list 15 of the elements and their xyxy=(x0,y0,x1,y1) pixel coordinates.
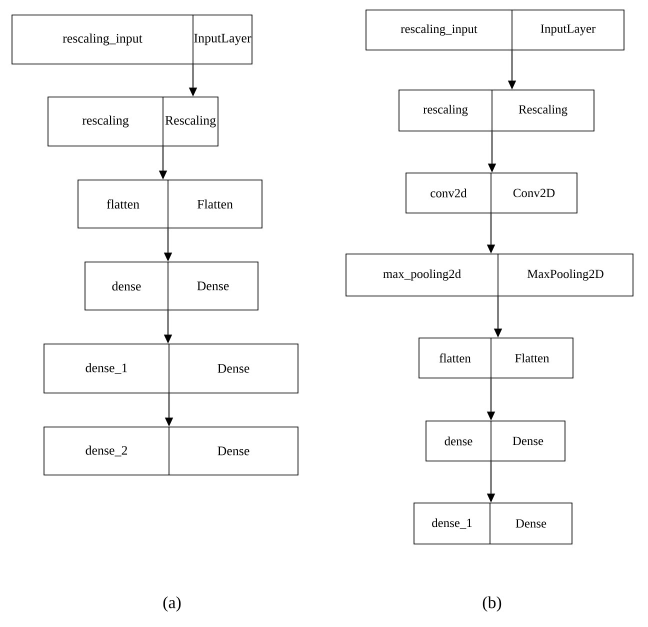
layer-box: rescaling_input InputLayer xyxy=(366,10,624,50)
layer-box: max_pooling2d MaxPooling2D xyxy=(346,254,634,296)
layer-box: dense Dense xyxy=(84,262,258,310)
layer-box: dense Dense xyxy=(426,420,566,462)
layer-box: rescaling_input InputLayer xyxy=(12,14,252,64)
layer-box: dense_1 Dense xyxy=(414,502,572,544)
panel-label: (a) xyxy=(163,596,181,612)
panel-label: (b) xyxy=(482,596,502,612)
layer-box: flatten Flatten xyxy=(418,338,574,378)
layer-box: rescaling Rescaling xyxy=(398,90,594,132)
layer-box: conv2d Conv2D xyxy=(406,172,578,214)
layer-box: flatten Flatten xyxy=(78,180,262,228)
layer-box: rescaling Rescaling xyxy=(48,96,218,146)
layer-box: dense_1 Dense xyxy=(44,344,298,394)
layer-box: dense_2 Dense xyxy=(44,426,298,476)
